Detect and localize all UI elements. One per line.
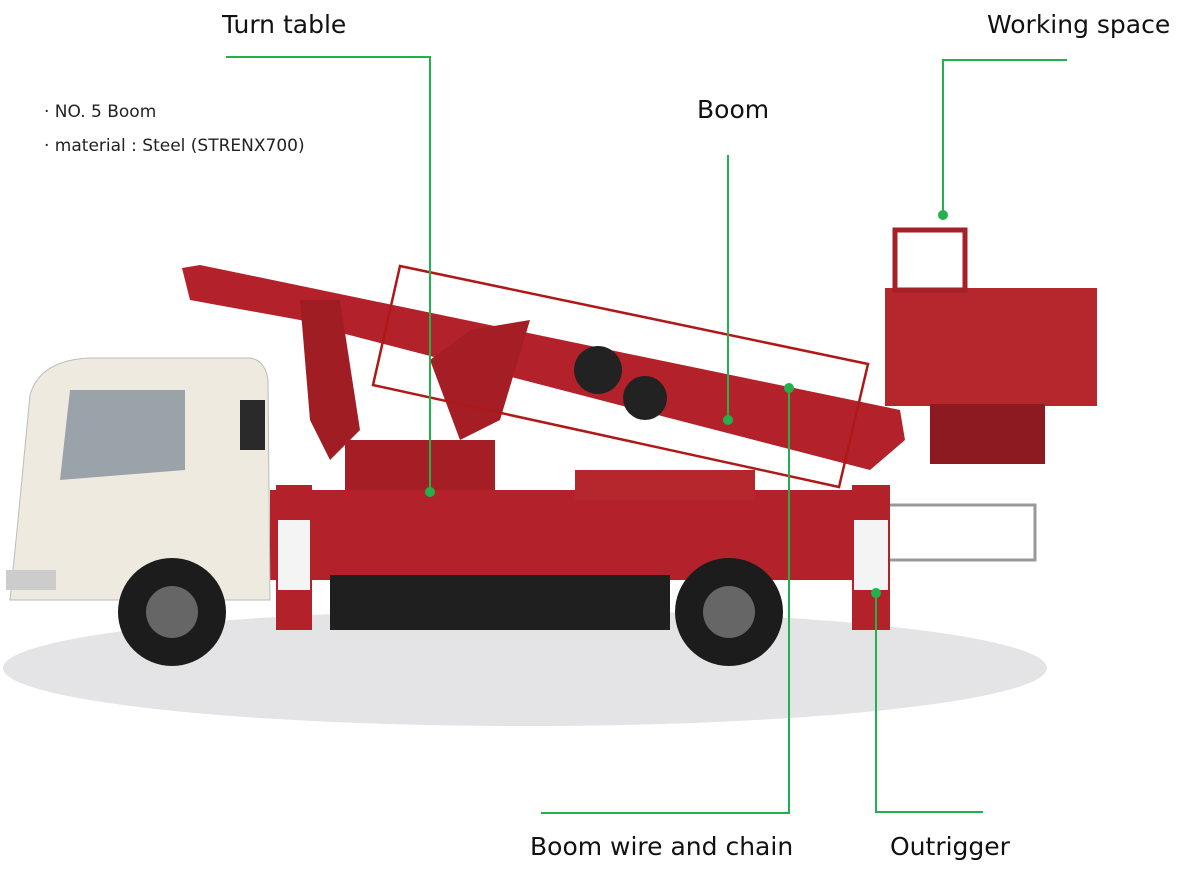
spec-note-material: · material : Steel (STRENX700) [44,136,305,156]
front-wheel [118,558,226,666]
label-outrigger: Outrigger [890,832,1010,861]
work-basket [885,288,1097,406]
spec-note-boom: · NO. 5 Boom [44,102,157,122]
boom-lift-arm [430,320,530,440]
label-turn-table: Turn table [222,10,347,39]
label-working-space: Working space [987,10,1171,39]
label-boom-wire: Boom wire and chain [530,832,794,861]
ground-shadow [3,610,1047,726]
rear-wheel [675,558,783,666]
leader-lines [226,56,1067,814]
boom-highlight-box [371,264,870,489]
body [270,490,890,580]
label-boom: Boom [697,95,770,124]
boom-support [300,300,360,460]
